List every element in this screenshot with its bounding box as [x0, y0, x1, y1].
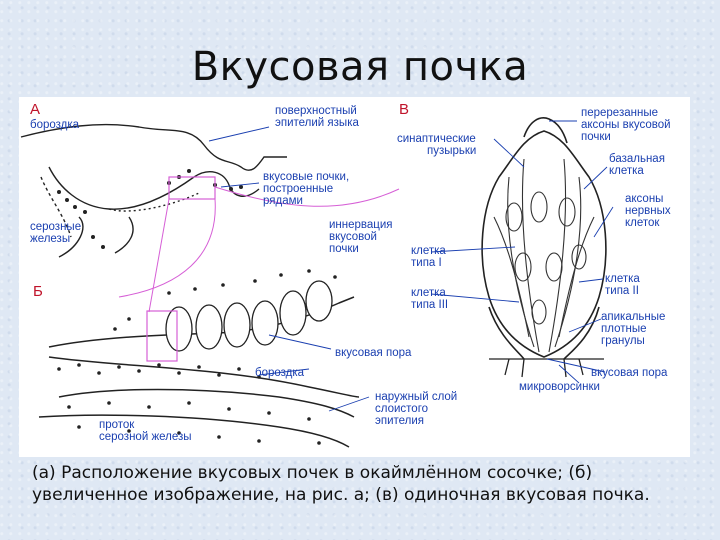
taste-bud-illustration: [20, 117, 614, 448]
panel-v-drawing: [481, 117, 607, 360]
panel-a-highlight-box: [168, 176, 216, 200]
panel-v-base-lines: [489, 358, 604, 378]
label-taste-pore-v: вкусовая пора: [591, 367, 668, 379]
panel-b-texture: [57, 269, 337, 445]
label-taste-pore-b: вкусовая пора: [335, 347, 412, 359]
leader-lines: [208, 120, 614, 412]
label-groove-a: бороздка: [30, 119, 80, 131]
panel-letter-a: А: [30, 101, 41, 118]
panel-letter-v: В: [399, 101, 410, 118]
slide-title: Вкусовая почка: [191, 44, 529, 90]
panel-v-cells: [493, 158, 595, 353]
zoom-lines: [118, 186, 400, 313]
label-microvilli: микроворсинки: [519, 381, 600, 393]
caption-line-1: (а) Расположение вкусовых почек в окаймл…: [32, 463, 593, 483]
label-groove-b: бороздка: [255, 367, 305, 379]
panel-letter-b: Б: [33, 283, 43, 300]
figure-caption: (а) Расположение вкусовых почек в окаймл…: [32, 462, 702, 506]
panel-b-buds: [165, 280, 333, 352]
caption-line-2: увеличенное изображение, на рис. а; (в) …: [32, 485, 650, 505]
panel-b-highlight-box: [146, 310, 178, 362]
